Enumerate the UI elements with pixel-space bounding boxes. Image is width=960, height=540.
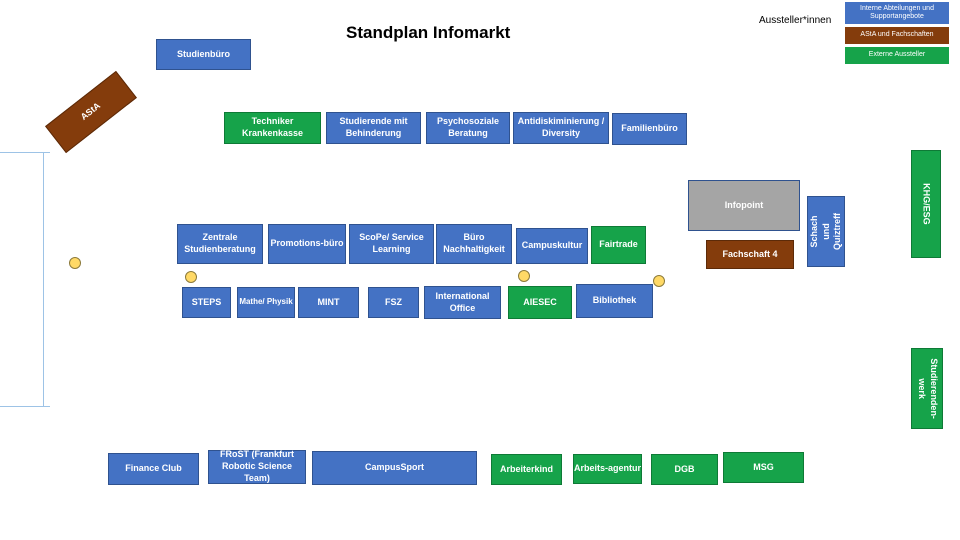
legend-asta: AStA und Fachschaften bbox=[845, 27, 949, 44]
stand-asta-label: AStA bbox=[78, 100, 103, 123]
stand-schach-label: Schach und Quiztreff bbox=[808, 213, 842, 250]
wall-line-top bbox=[0, 152, 50, 153]
stand-mathe-physik: Mathe/ Physik bbox=[237, 287, 295, 318]
stand-campussport: CampusSport bbox=[312, 451, 477, 485]
stand-arbeitsagentur: Arbeits-agentur bbox=[573, 454, 642, 484]
stand-zentrale-studienberatung: Zentrale Studienberatung bbox=[177, 224, 263, 264]
stand-familienbuero: Familienbüro bbox=[612, 113, 687, 145]
stand-techniker-krankenkasse: Techniker Krankenkasse bbox=[224, 112, 321, 144]
stand-finance-club: Finance Club bbox=[108, 453, 199, 485]
legend-internal: Interne Abteilungen und Supportangebote bbox=[845, 2, 949, 24]
stand-khg-label: KHG/ESG bbox=[921, 183, 932, 225]
exhibitors-label: Aussteller*innen bbox=[759, 15, 832, 26]
marker-dot bbox=[518, 270, 530, 282]
stand-khg-esg: KHG/ESG bbox=[911, 150, 941, 258]
stand-antidiskriminierung: Antidiskiminierung / Diversity bbox=[513, 112, 609, 144]
stand-fairtrade: Fairtrade bbox=[591, 226, 646, 264]
stand-fachschaft-4: Fachschaft 4 bbox=[706, 240, 794, 269]
stand-msg: MSG bbox=[723, 452, 804, 483]
stand-frost: FRoST (Frankfurt Robotic Science Team) bbox=[208, 449, 306, 484]
stand-arbeiterkind: Arbeiterkind bbox=[491, 454, 562, 485]
stand-bibliothek: Bibliothek bbox=[576, 284, 653, 318]
stand-psychosoziale-beratung: Psychosoziale Beratung bbox=[426, 112, 510, 144]
marker-dot bbox=[653, 275, 665, 287]
stand-infopoint: Infopoint bbox=[688, 180, 800, 231]
stand-studierendenwerk-label: Studierenden-werk bbox=[917, 358, 939, 419]
stand-studierende-behinderung: Studierende mit Behinderung bbox=[326, 112, 421, 144]
marker-dot bbox=[185, 271, 197, 283]
stand-steps: STEPS bbox=[182, 287, 231, 318]
stand-scope-service-learning: ScoPe/ Service Learning bbox=[349, 224, 434, 264]
stand-studierendenwerk: Studierenden-werk bbox=[911, 348, 943, 429]
stand-asta: AStA bbox=[45, 70, 137, 154]
stand-schach-quiztreff: Schach und Quiztreff bbox=[807, 196, 845, 267]
stand-campuskultur: Campuskultur bbox=[516, 228, 588, 264]
stand-dgb: DGB bbox=[651, 454, 718, 485]
stand-promotionsbuero: Promotions-büro bbox=[268, 224, 346, 264]
wall-line-vertical bbox=[43, 152, 44, 407]
page-title: Standplan Infomarkt bbox=[346, 23, 511, 42]
stand-mint: MINT bbox=[298, 287, 359, 318]
marker-dot bbox=[69, 257, 81, 269]
stand-international-office: International Office bbox=[424, 286, 501, 319]
legend-external: Externe Aussteller bbox=[845, 47, 949, 64]
stand-studienbuero: Studienbüro bbox=[156, 39, 251, 70]
stand-aiesec: AIESEC bbox=[508, 286, 572, 319]
stand-fsz: FSZ bbox=[368, 287, 419, 318]
stand-buero-nachhaltigkeit: Büro Nachhaltigkeit bbox=[436, 224, 512, 264]
wall-line-bottom bbox=[0, 406, 50, 407]
